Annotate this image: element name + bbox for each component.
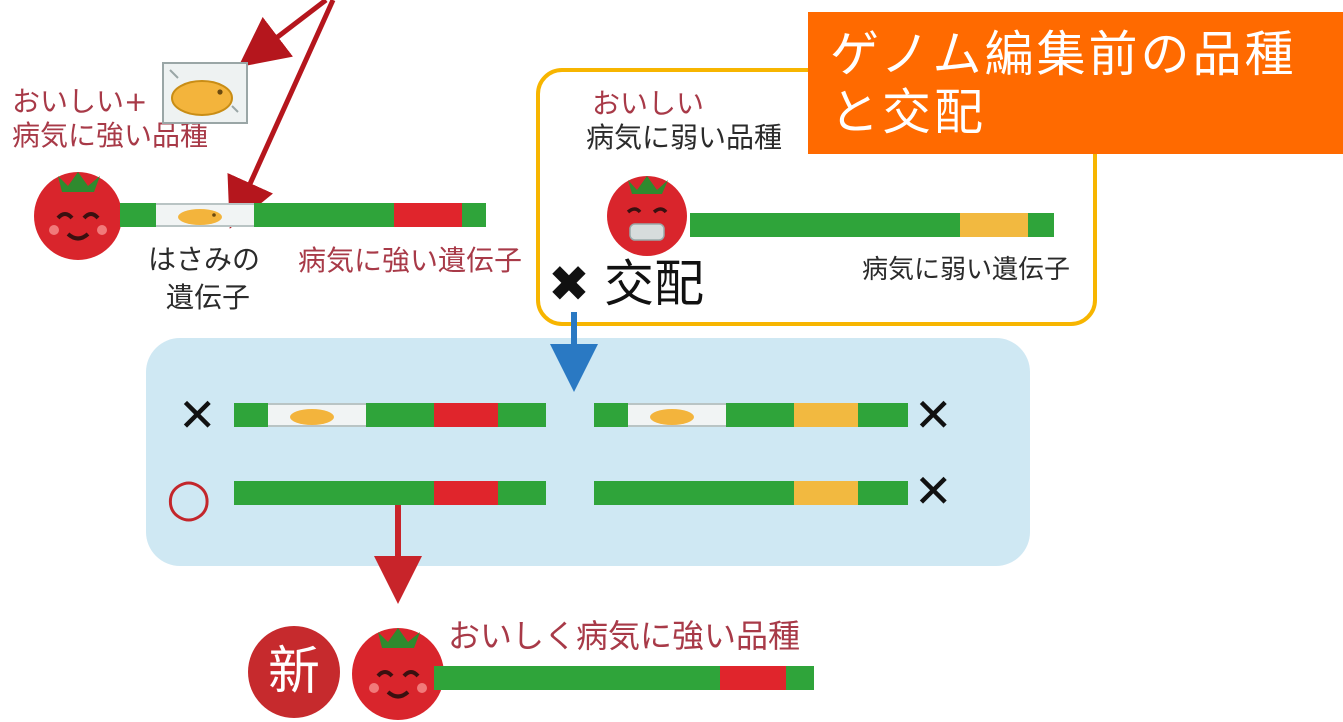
- callout-line-2: と交配: [830, 84, 987, 141]
- new-variety-label: おいしく病気に強い品種: [448, 617, 801, 655]
- parent-b-line-2: 病気に弱い品種: [586, 121, 783, 154]
- result-x-mark-3: ✕: [914, 464, 953, 518]
- resistant-gene-segment: [394, 203, 462, 227]
- parent-a-line-1: おいしい+: [12, 85, 148, 118]
- result-circle-mark: ○: [166, 468, 212, 528]
- offspring-chromosome-1: [234, 403, 546, 427]
- resistant-gene-segment: [434, 481, 498, 505]
- tomato-smiling-icon: [34, 172, 122, 260]
- weak-gene-label: 病気に弱い遺伝子: [862, 255, 1071, 285]
- offspring-chromosome-3: [234, 481, 546, 505]
- scissor-gene-label-2: 遺伝子: [166, 281, 251, 314]
- result-x-mark-2: ✕: [914, 388, 953, 442]
- resistant-gene-segment: [434, 403, 498, 427]
- scissor-gene-segment: [156, 203, 254, 227]
- scissors-icon: [162, 62, 248, 124]
- arrow-to-scissor-gene: [227, 0, 336, 229]
- weak-gene-segment: [794, 481, 858, 505]
- parent-a-line-2: 病気に強い品種: [12, 119, 209, 152]
- parent-a-chromosome: [120, 203, 486, 227]
- scissor-gene-segment: [628, 403, 726, 427]
- scissor-gene-segment: [268, 403, 366, 427]
- parent-b-chromosome: [690, 213, 1054, 237]
- offspring-chromosome-4: [594, 481, 908, 505]
- cross-mark: ✖: [548, 255, 590, 313]
- cross-label: 交配: [604, 255, 704, 313]
- weak-gene-segment: [794, 403, 858, 427]
- parent-a-line-2-text: 病気に強い品種: [12, 119, 209, 152]
- result-x-mark-1: ✕: [178, 388, 217, 442]
- new-variety-chromosome: [434, 666, 814, 690]
- tomato-masked-icon: [607, 176, 687, 256]
- parent-b-line-1: おいしい: [592, 87, 705, 120]
- callout-box: ゲノム編集前の品種 と交配: [808, 12, 1343, 154]
- tomato-smiling-icon: [352, 628, 444, 720]
- resistant-gene-segment: [720, 666, 786, 690]
- callout-line-1: ゲノム編集前の品種: [830, 26, 1297, 83]
- new-badge: 新: [248, 626, 340, 718]
- arrow-to-scissor-icon: [238, 0, 328, 68]
- weak-gene-segment: [960, 213, 1028, 237]
- scissor-gene-label-1: はさみの: [148, 243, 261, 276]
- offspring-chromosome-2: [594, 403, 908, 427]
- resistant-gene-label: 病気に強い遺伝子: [298, 244, 523, 277]
